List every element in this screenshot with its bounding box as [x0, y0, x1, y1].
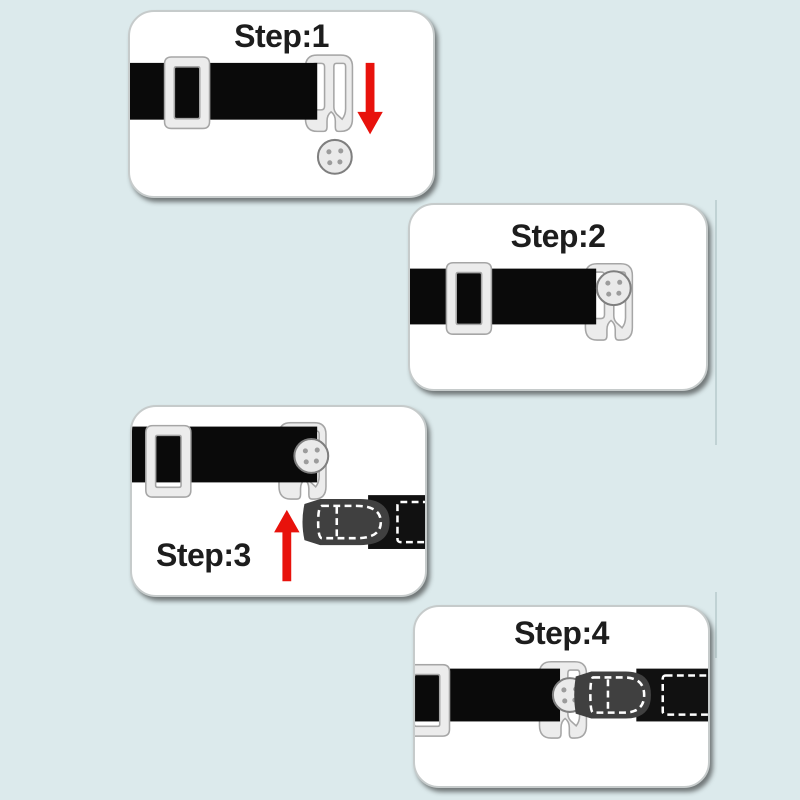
step-1-card: Step:1	[128, 10, 435, 198]
button-icon	[595, 270, 632, 307]
step-4-title: Step:4	[514, 615, 609, 651]
strap-tongue	[574, 671, 651, 719]
stitch-line	[316, 504, 383, 540]
step-3-title: Step:3	[156, 537, 251, 573]
stitch-line	[396, 500, 425, 544]
background-edge-line-lower	[715, 592, 717, 658]
arrow-up-icon	[274, 509, 300, 582]
strap-tongue	[302, 499, 390, 546]
step-4-illustration	[415, 660, 708, 739]
step-1-title: Step:1	[234, 18, 329, 54]
step-2-title: Step:2	[510, 218, 606, 254]
belt-strap	[130, 62, 318, 120]
step-3-card: Step:3	[130, 405, 427, 597]
button-icon	[293, 438, 330, 474]
step-4-card: Step:4	[413, 605, 710, 788]
step-2-card: Step:2	[408, 203, 708, 391]
stitched-strap	[574, 668, 708, 722]
step-2-illustration	[410, 261, 634, 341]
arrow-down-icon	[357, 62, 383, 135]
belt-strap	[415, 668, 561, 722]
stitched-strap	[302, 495, 425, 549]
step-3-illustration	[132, 421, 425, 582]
button-icon	[316, 138, 353, 175]
stitch-line	[589, 676, 646, 714]
belt-strap	[410, 268, 597, 325]
background-edge-line-upper	[715, 200, 717, 445]
step-1-illustration	[130, 54, 383, 175]
